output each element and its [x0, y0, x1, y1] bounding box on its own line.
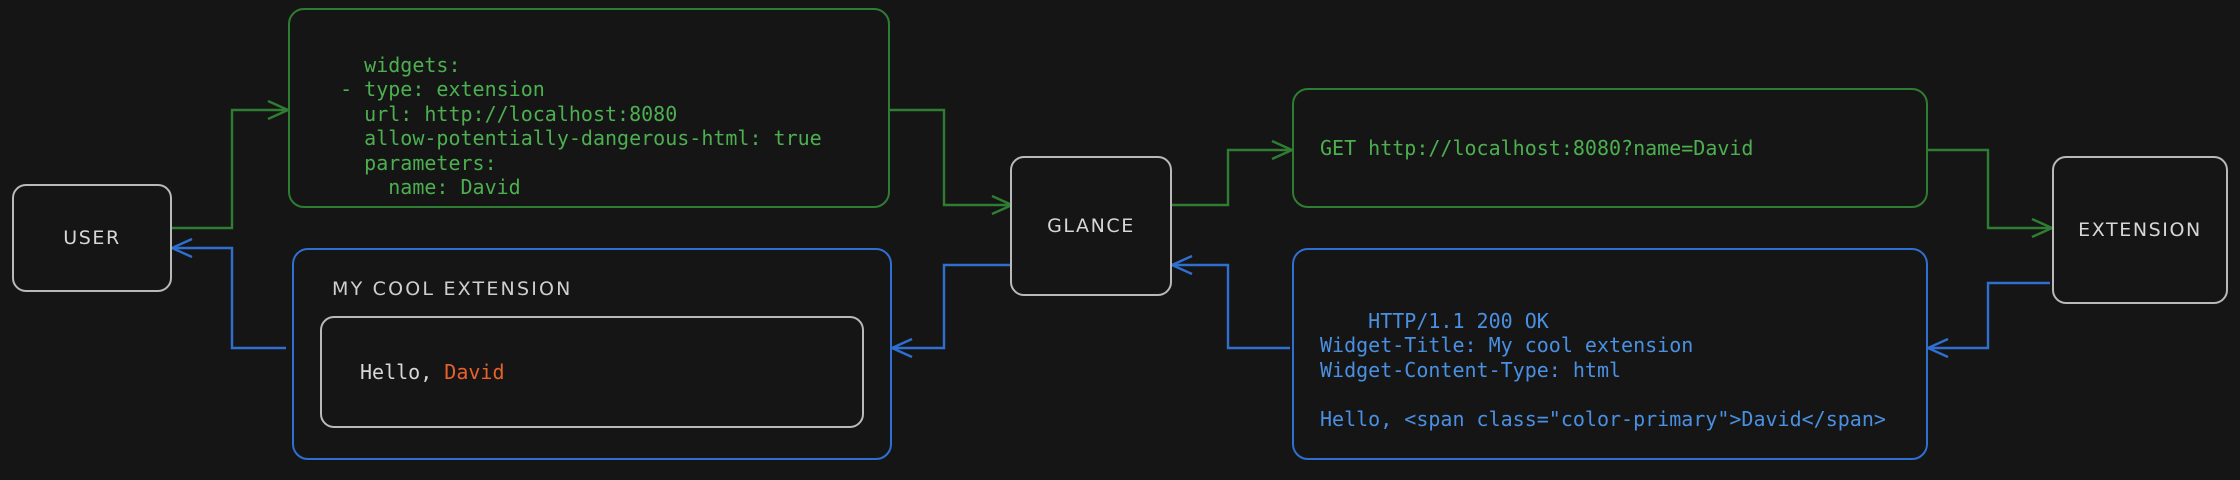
- node-extension[interactable]: EXTENSION: [2052, 156, 2228, 304]
- node-glance-label: GLANCE: [1047, 215, 1135, 237]
- node-extension-label: EXTENSION: [2078, 219, 2202, 241]
- http-request-block: GET http://localhost:8080?name=David: [1292, 88, 1928, 208]
- node-glance[interactable]: GLANCE: [1010, 156, 1172, 296]
- http-response-text: HTTP/1.1 200 OK Widget-Title: My cool ex…: [1320, 308, 1886, 431]
- node-user[interactable]: USER: [12, 184, 172, 292]
- http-response-block: HTTP/1.1 200 OK Widget-Title: My cool ex…: [1292, 248, 1928, 460]
- config-yaml-block: widgets: - type: extension url: http://l…: [288, 8, 890, 208]
- widget-content-box: Hello, David: [320, 316, 864, 428]
- http-request-text: GET http://localhost:8080?name=David: [1320, 135, 1754, 160]
- config-yaml-text: widgets: - type: extension url: http://l…: [340, 52, 822, 200]
- widget-body-prefix: Hello,: [360, 360, 445, 384]
- node-user-label: USER: [63, 227, 121, 249]
- widget-body-accent: David: [444, 360, 505, 384]
- widget-title: MY COOL EXTENSION: [332, 278, 573, 300]
- widget-body-line: Hello, David: [360, 360, 505, 384]
- rendered-widget: MY COOL EXTENSION Hello, David: [292, 248, 892, 460]
